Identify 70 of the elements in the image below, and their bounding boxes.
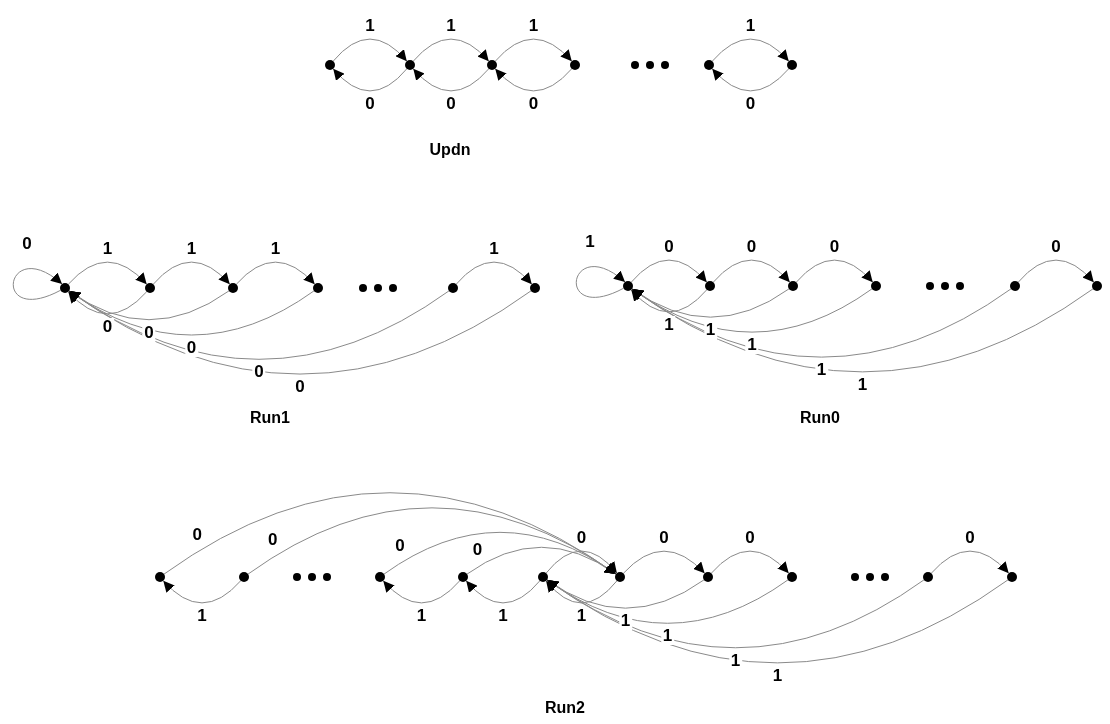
diagram-caption: Run0	[800, 409, 840, 427]
arrow	[494, 68, 573, 92]
arrow	[466, 546, 617, 575]
diagram-caption: Run2	[545, 699, 585, 717]
arrow	[630, 259, 708, 283]
arrow	[711, 68, 790, 92]
arrow	[545, 550, 618, 574]
state-dot	[1092, 281, 1102, 291]
arrow	[465, 580, 541, 604]
edge-label: 1	[745, 336, 759, 355]
arrow	[152, 261, 231, 285]
state-dot	[538, 572, 548, 582]
arrow	[67, 291, 148, 315]
state-dot	[458, 572, 468, 582]
state-dot	[705, 281, 715, 291]
arrow	[712, 259, 791, 283]
state-dot	[923, 572, 933, 582]
arrow	[795, 259, 874, 283]
arrow	[332, 38, 408, 62]
arrow	[455, 261, 533, 285]
state-dot	[570, 60, 580, 70]
state-dot	[375, 572, 385, 582]
arrow	[332, 68, 408, 92]
diagram-caption: Run1	[250, 409, 290, 427]
arrow	[546, 579, 1009, 664]
arrow	[12, 268, 63, 300]
state-dot	[405, 60, 415, 70]
edge-label: 1	[660, 627, 675, 646]
state-dot	[1007, 572, 1017, 582]
state-dot	[704, 60, 714, 70]
state-dot	[145, 283, 155, 293]
state-dot	[448, 283, 458, 293]
state-dot	[615, 572, 625, 582]
edge-label: 1	[618, 612, 633, 631]
arrow	[162, 580, 242, 604]
arrow	[711, 38, 790, 62]
arrow	[235, 261, 316, 285]
diagram-caption: Updn	[429, 141, 471, 159]
state-dot	[487, 60, 497, 70]
state-dot	[623, 281, 633, 291]
arrow	[545, 580, 618, 604]
edge-label: 0	[184, 339, 199, 357]
state-dot	[239, 572, 249, 582]
arrow	[630, 289, 708, 313]
state-dot	[155, 572, 165, 582]
state-dot	[788, 281, 798, 291]
arrow	[710, 550, 790, 574]
arrow	[622, 550, 706, 574]
edge-label: 1	[703, 321, 718, 340]
state-dot	[325, 60, 335, 70]
arrow	[930, 550, 1010, 574]
arrow	[631, 288, 1094, 373]
state-dot	[703, 572, 713, 582]
arrow	[412, 68, 490, 92]
arrow	[412, 38, 490, 62]
arrow	[67, 261, 148, 285]
state-dot	[787, 572, 797, 582]
state-dot	[228, 283, 238, 293]
state-dot	[313, 283, 323, 293]
arrow	[382, 580, 461, 604]
edge-label: 0	[142, 323, 156, 342]
state-dot	[1010, 281, 1020, 291]
state-dot	[787, 60, 797, 70]
state-dot	[871, 281, 881, 291]
arrow	[575, 266, 626, 298]
state-dot	[60, 283, 70, 293]
arrow	[494, 38, 573, 62]
state-dot	[530, 283, 540, 293]
arrow	[1017, 259, 1095, 283]
arrow	[68, 290, 532, 375]
